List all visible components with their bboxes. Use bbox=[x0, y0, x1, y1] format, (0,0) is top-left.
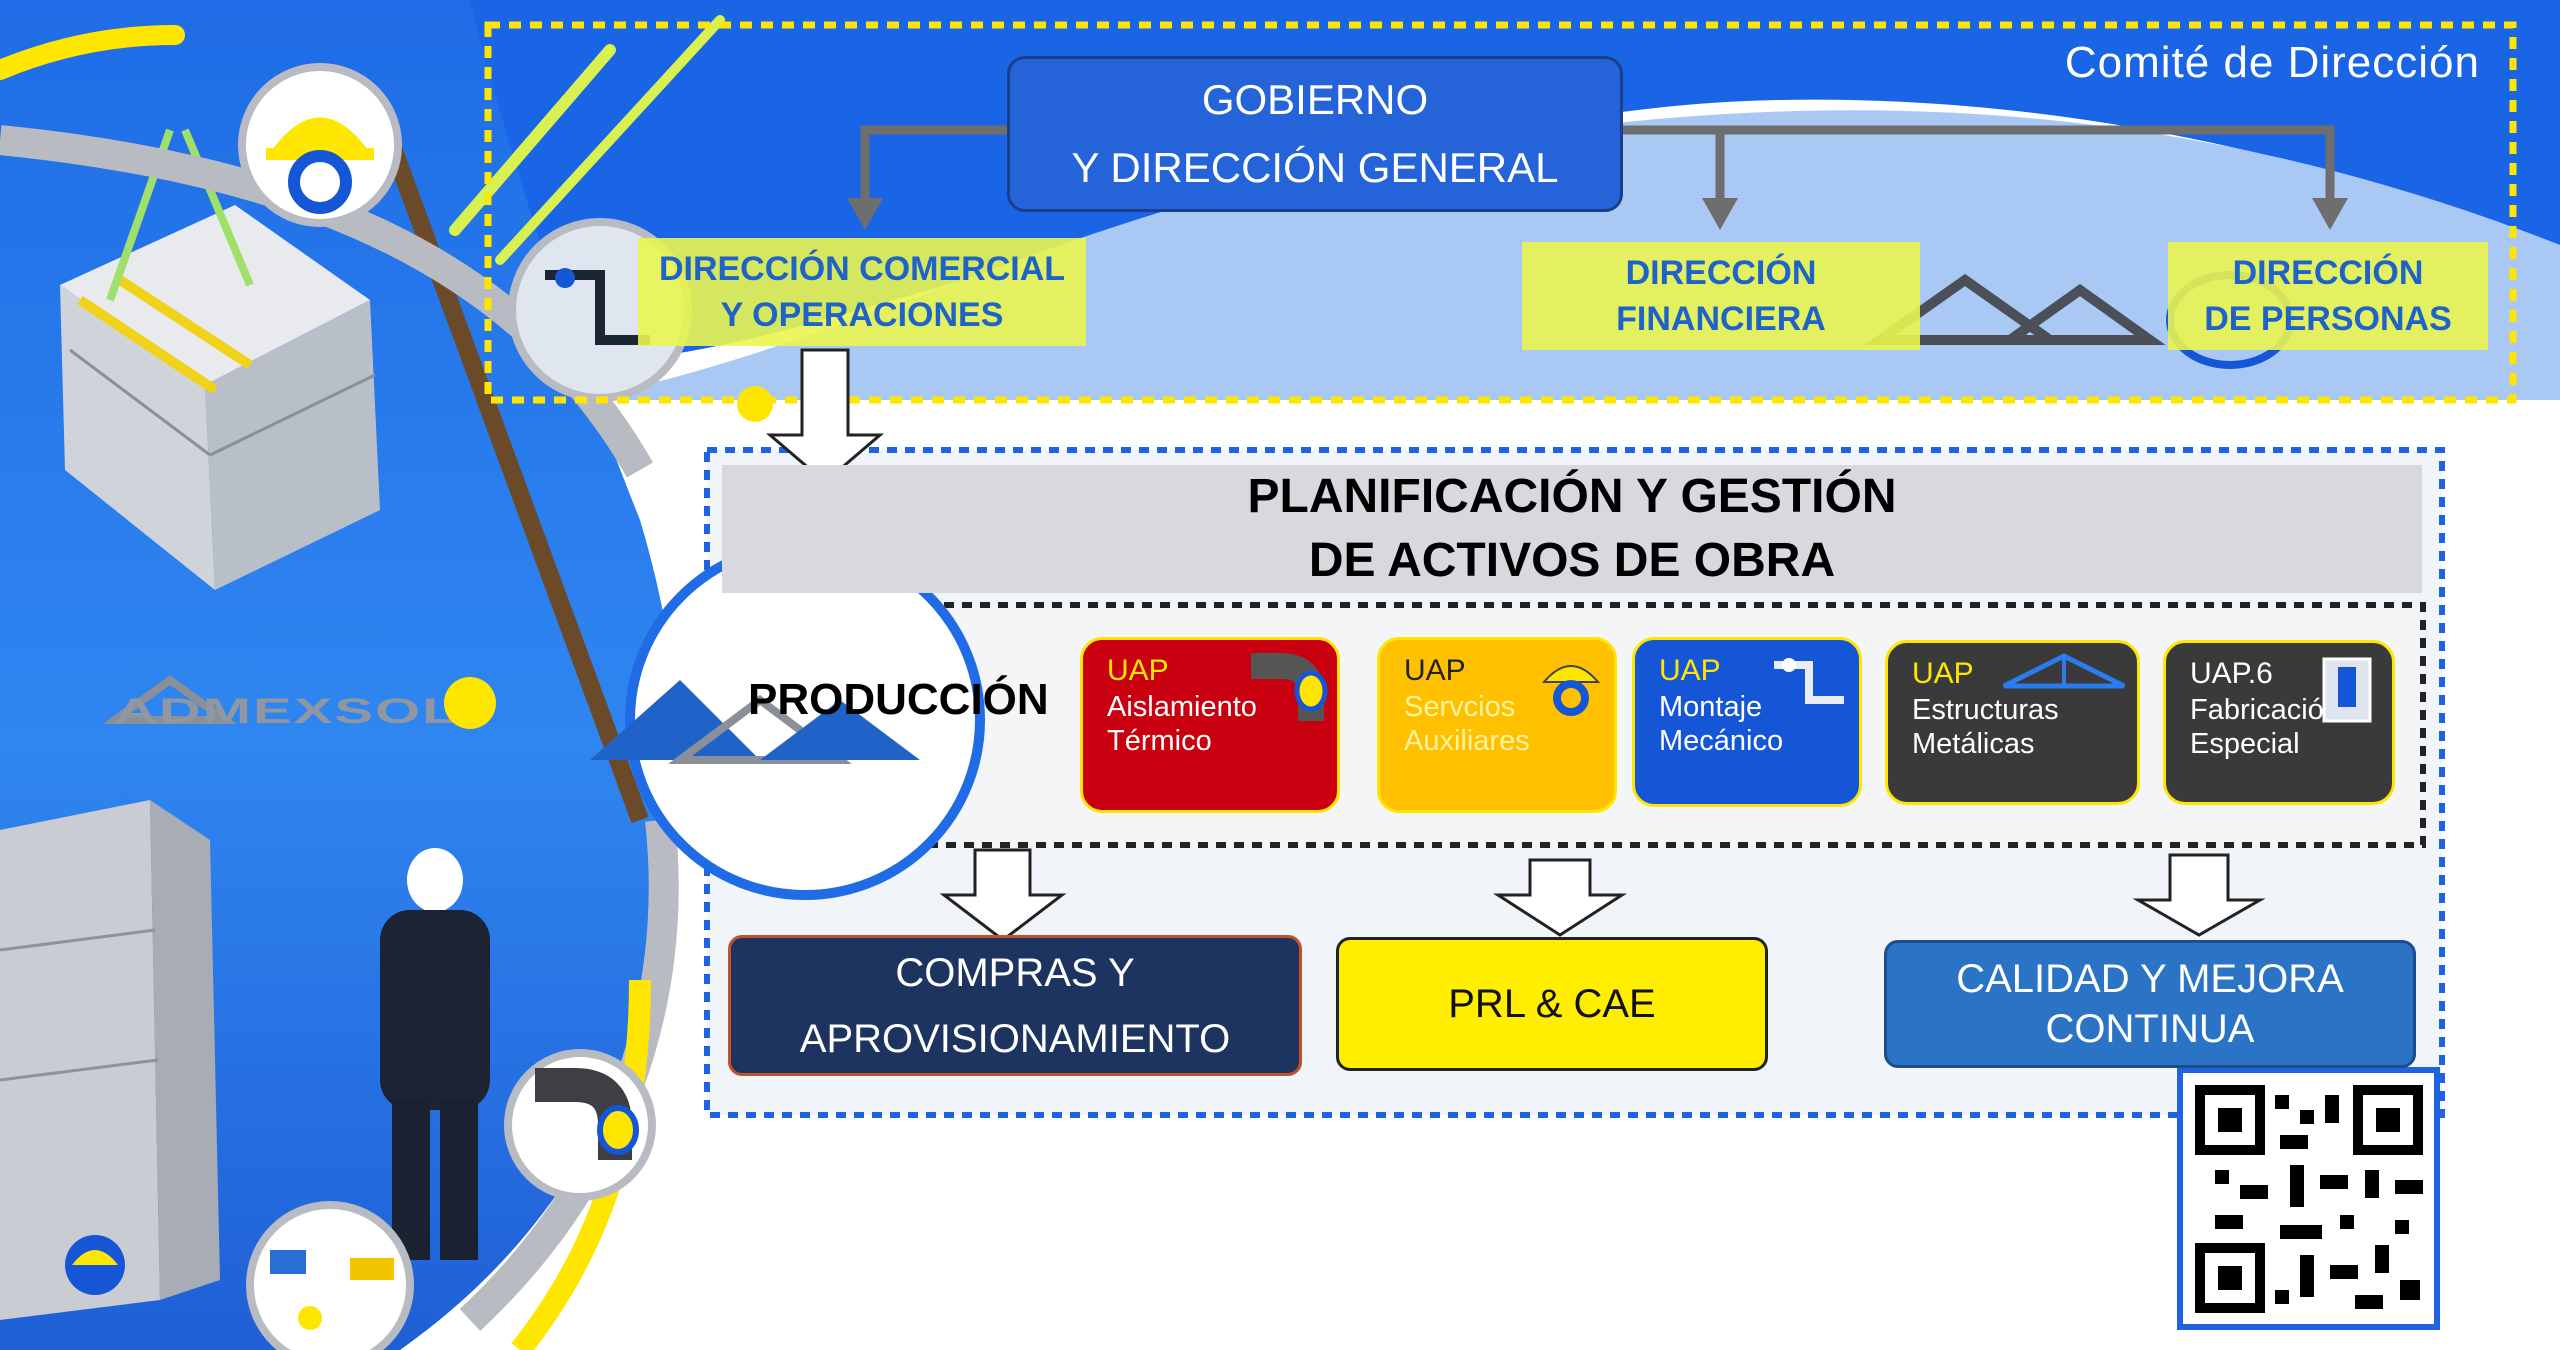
steel-truss-icon bbox=[2002, 653, 2126, 689]
uap-line2: Auxiliares bbox=[1404, 725, 1530, 757]
direction-commercial-line2: Y OPERACIONES bbox=[720, 296, 1004, 334]
direction-people-box[interactable]: DIRECCIÓN DE PERSONAS bbox=[2168, 242, 2488, 350]
quality-line1: CALIDAD Y MEJORA bbox=[1956, 957, 2344, 1001]
committee-title: Comité de Dirección bbox=[2064, 38, 2480, 87]
direction-financial-line2: FINANCIERA bbox=[1616, 300, 1826, 338]
uap-line1: Fabricación bbox=[2190, 694, 2340, 726]
direction-financial-line1: DIRECCIÓN bbox=[1625, 254, 1817, 292]
direction-people-line2: DE PERSONAS bbox=[2204, 300, 2452, 338]
uap-line2: Térmico bbox=[1107, 725, 1212, 757]
uap-metal-structures-card[interactable]: UAP Estructuras Metálicas bbox=[1885, 640, 2140, 805]
direction-commercial-box[interactable]: DIRECCIÓN COMERCIAL Y OPERACIONES bbox=[638, 238, 1086, 346]
planning-line1: PLANIFICACIÓN Y GESTIÓN bbox=[1247, 470, 1897, 523]
purchasing-line1: COMPRAS Y bbox=[895, 950, 1135, 995]
direction-people-line1: DIRECCIÓN bbox=[2232, 254, 2424, 292]
governance-line1: GOBIERNO bbox=[1201, 76, 1429, 123]
uap-line1: Servcios bbox=[1404, 691, 1516, 723]
uap-line1: Aislamiento bbox=[1107, 691, 1257, 723]
quality-box[interactable]: CALIDAD Y MEJORA CONTINUA bbox=[1884, 940, 2416, 1068]
uap-code: UAP.6 bbox=[2190, 657, 2273, 690]
purchasing-box[interactable]: COMPRAS Y APROVISIONAMIENTO bbox=[728, 935, 1302, 1076]
purchasing-line2: APROVISIONAMIENTO bbox=[799, 1016, 1231, 1061]
elbow-pipe-badge bbox=[504, 1049, 656, 1201]
helmet-gear-badge bbox=[238, 63, 402, 227]
safety-helmet-gear-icon bbox=[1541, 665, 1601, 716]
uap-code: UAP bbox=[1912, 657, 1974, 690]
air-handling-unit-photo bbox=[60, 128, 380, 590]
air-handler-icon bbox=[2322, 657, 2372, 723]
worker-photo bbox=[380, 848, 490, 1260]
uap-line1: Estructuras bbox=[1912, 694, 2059, 726]
governance-box[interactable]: GOBIERNO Y DIRECCIÓN GENERAL bbox=[1007, 56, 1623, 212]
planning-title-band: PLANIFICACIÓN Y GESTIÓN DE ACTIVOS DE OB… bbox=[722, 465, 2422, 593]
uap-code: UAP bbox=[1107, 654, 1169, 687]
uap-code: UAP bbox=[1659, 654, 1721, 687]
uap-line2: Metálicas bbox=[1912, 728, 2035, 760]
uap-mechanical-assembly-card[interactable]: UAP Montaje Mecánico bbox=[1632, 637, 1862, 807]
quality-line2: CONTINUA bbox=[2045, 1007, 2255, 1051]
uap-line2: Especial bbox=[2190, 728, 2300, 760]
svg-text:ADMEXSOL: ADMEXSOL bbox=[115, 692, 460, 731]
mechanical-pipes-icon bbox=[1774, 658, 1844, 704]
prl-cae-box[interactable]: PRL & CAE bbox=[1336, 937, 1768, 1071]
direction-financial-box[interactable]: DIRECCIÓN FINANCIERA bbox=[1522, 242, 1920, 350]
direction-commercial-line1: DIRECCIÓN COMERCIAL bbox=[658, 250, 1066, 288]
uap-line1: Montaje bbox=[1659, 691, 1763, 723]
uap-thermal-insulation-card[interactable]: UAP Aislamiento Térmico bbox=[1080, 637, 1340, 813]
uap-special-fabrication-card[interactable]: UAP.6 Fabricación Especial bbox=[2163, 640, 2395, 805]
uap-line2: Mecánico bbox=[1659, 725, 1784, 757]
prl-cae-label: PRL & CAE bbox=[1448, 982, 1656, 1026]
uap-auxiliary-services-card[interactable]: UAP Servcios Auxiliares bbox=[1377, 637, 1617, 813]
planning-line2: DE ACTIVOS DE OBRA bbox=[1308, 534, 1836, 587]
governance-line2: Y DIRECCIÓN GENERAL bbox=[1071, 144, 1559, 191]
admexsol-logo-left: ADMEXSOL bbox=[102, 675, 496, 731]
production-label: PRODUCCIÓN bbox=[748, 675, 1049, 724]
gov-connectors bbox=[860, 125, 2335, 200]
pipe-insulation-icon bbox=[1251, 653, 1328, 721]
qr-code bbox=[2177, 1067, 2440, 1330]
uap-code: UAP bbox=[1404, 654, 1466, 687]
helmet-small-badge bbox=[65, 1235, 125, 1295]
logistics-badge bbox=[246, 1201, 414, 1350]
